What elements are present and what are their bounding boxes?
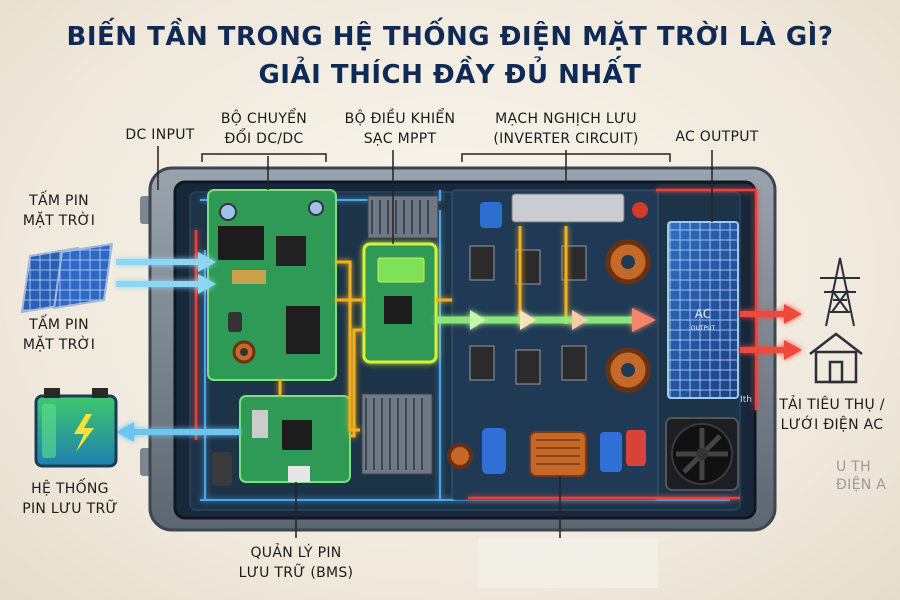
dcdc-label-line-2: ĐỔI DC/DC xyxy=(224,131,304,147)
battery-label-line-2: PIN LƯU TRỮ xyxy=(22,501,118,517)
case-mark: Ith xyxy=(740,395,752,405)
load-label-line-1: TẢI TIÊU THỤ / xyxy=(779,397,885,413)
battery-label-line-1: HỆ THỐNG xyxy=(31,481,109,497)
mppt-label-line-2: SẠC MPPT xyxy=(363,131,437,147)
ac-panel-sublabel: OUTPUT xyxy=(691,325,716,332)
inverter-label-line-1: MẠCH NGHỊCH LƯU xyxy=(495,111,637,127)
solar-label-2-line-1: TẤM PIN xyxy=(29,317,89,333)
ac-panel-label: AC xyxy=(695,307,711,321)
title-line-1: BIẾN TẦN TRONG HỆ THỐNG ĐIỆN MẶT TRỜI LÀ… xyxy=(66,22,834,52)
dc-flow-lines xyxy=(278,226,568,438)
dcdc-converter-board xyxy=(207,189,337,381)
inverter-circuit xyxy=(447,189,659,501)
label-brackets xyxy=(157,146,713,538)
bms-label-line-2: LƯU TRỮ (BMS) xyxy=(238,565,354,581)
ac-output-module xyxy=(665,221,739,491)
battery-icon xyxy=(34,388,118,468)
ac-output-arrows xyxy=(740,304,802,360)
mppt-controller-board xyxy=(362,195,439,364)
battery-arrow xyxy=(116,422,240,442)
bms-label-line-1: QUẢN LÝ PIN xyxy=(250,545,342,561)
bms-board xyxy=(212,393,433,486)
title-line-2: GIẢI THÍCH ĐẦY ĐỦ NHẤT xyxy=(258,60,642,90)
solar-label-1-line-1: TẤM PIN xyxy=(29,193,89,209)
solar-label-1-line-2: MẶT TRỜI xyxy=(22,213,96,229)
power-flow-arrows xyxy=(436,308,656,332)
house-icon xyxy=(809,332,863,384)
mppt-label-line-1: BỘ ĐIỀU KHIỂN xyxy=(344,111,456,127)
load-label-line-2: LƯỚI ĐIỆN AC xyxy=(780,417,884,433)
dc-input-label: DC INPUT xyxy=(125,127,195,143)
solar-panel-icon xyxy=(20,242,114,314)
ac-output-label: AC OUTPUT xyxy=(675,129,759,145)
faded-label-line-1: U TH xyxy=(836,459,871,475)
solar-label-2-line-2: MẶT TRỜI xyxy=(22,337,96,353)
blank-caption-box xyxy=(478,538,658,588)
power-pylon-icon xyxy=(820,257,860,327)
faded-label-line-2: ĐIỆN A xyxy=(836,477,887,493)
dc-input-arrows xyxy=(116,252,216,294)
dcdc-label-line-1: BỘ CHUYỂN xyxy=(220,111,308,127)
inverter-label-line-2: (INVERTER CIRCUIT) xyxy=(493,131,639,147)
